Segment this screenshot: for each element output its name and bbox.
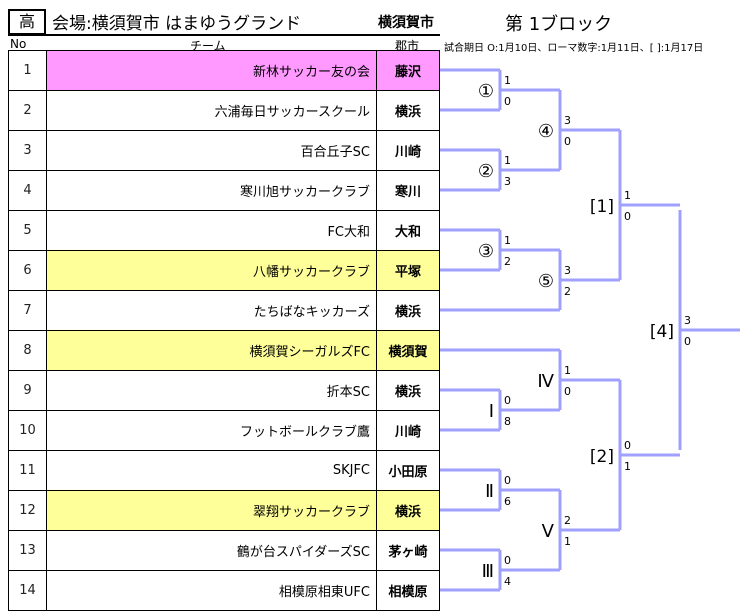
table-row: 4 寒川旭サッカークラブ 寒川 xyxy=(8,170,440,211)
team-name: 翠翔サッカークラブ xyxy=(46,490,377,531)
score-top: 3 xyxy=(564,264,571,277)
score-bottom: 0 xyxy=(624,210,631,223)
match-label: [2] xyxy=(590,447,614,467)
team-name: SKJFC xyxy=(46,450,377,491)
score-top: 1 xyxy=(504,234,511,247)
team-no: 1 xyxy=(8,50,47,91)
table-row: 2 六浦毎日サッカースクール 横浜 xyxy=(8,90,440,131)
team-no: 7 xyxy=(8,290,47,331)
team-no: 12 xyxy=(8,490,47,531)
match-label: ① xyxy=(478,81,494,102)
team-name: たちばなキッカーズ xyxy=(46,290,377,331)
score-top: 1 xyxy=(504,74,511,87)
table-row: 12 翠翔サッカークラブ 横浜 xyxy=(8,490,440,531)
table-row: 11 SKJFC 小田原 xyxy=(8,450,440,491)
score-bottom: 0 xyxy=(684,335,691,348)
match-label: Ⅳ xyxy=(537,371,554,392)
venue-title: 会場:横須賀市 はまゆうグランド xyxy=(52,14,302,34)
table-row: 1 新林サッカー友の会 藤沢 xyxy=(8,50,440,91)
match-label: Ⅲ xyxy=(482,561,494,582)
score-top: 0 xyxy=(504,474,511,487)
block-title: 第 1ブロック xyxy=(505,14,613,35)
table-row: 9 折本SC 横浜 xyxy=(8,370,440,411)
score-top: 1 xyxy=(564,364,571,377)
score-top: 0 xyxy=(504,554,511,567)
score-top: 0 xyxy=(504,394,511,407)
match-label: Ⅱ xyxy=(485,481,494,502)
host-city: 横須賀市 xyxy=(378,15,434,31)
score-top: 0 xyxy=(624,439,631,452)
team-city: 寒川 xyxy=(376,170,440,211)
team-city: 小田原 xyxy=(376,450,440,491)
team-name: 百合丘子SC xyxy=(46,130,377,171)
team-no: 2 xyxy=(8,90,47,131)
team-no: 9 xyxy=(8,370,47,411)
team-city: 横浜 xyxy=(376,490,440,531)
team-no: 6 xyxy=(8,250,47,291)
team-city: 茅ヶ崎 xyxy=(376,530,440,571)
match-label: ④ xyxy=(538,121,554,142)
table-row: 7 たちばなキッカーズ 横浜 xyxy=(8,290,440,331)
schedule-note: 試合期日 O:1月10日、ローマ数字:1月11日、[ ]:1月17日 xyxy=(444,43,704,54)
match-label: Ⅰ xyxy=(489,401,494,422)
col-header-city: 郡市 xyxy=(395,39,420,53)
team-name: 六浦毎日サッカースクール xyxy=(46,90,377,131)
match-label: [1] xyxy=(590,197,614,217)
score-top: 3 xyxy=(564,114,571,127)
match-label: ② xyxy=(478,161,494,182)
score-bottom: 3 xyxy=(504,175,511,188)
match-label: [4] xyxy=(650,322,674,342)
score-bottom: 1 xyxy=(564,535,571,548)
score-bottom: 4 xyxy=(504,575,511,588)
score-bottom: 2 xyxy=(564,285,571,298)
table-row: 10 フットボールクラブ鷹 川崎 xyxy=(8,410,440,451)
match-label: ⑤ xyxy=(538,271,554,292)
team-no: 11 xyxy=(8,450,47,491)
score-top: 1 xyxy=(504,154,511,167)
header-divider xyxy=(8,34,440,36)
team-city: 横浜 xyxy=(376,290,440,331)
table-row: 14 相模原相東UFC 相模原 xyxy=(8,570,440,611)
team-city: 川崎 xyxy=(376,410,440,451)
col-header-team: チーム xyxy=(190,39,226,53)
team-city: 川崎 xyxy=(376,130,440,171)
team-name: 折本SC xyxy=(46,370,377,411)
col-header-no: No xyxy=(10,37,27,51)
match-label: ③ xyxy=(478,241,494,262)
score-bottom: 2 xyxy=(504,255,511,268)
score-bottom: 6 xyxy=(504,495,511,508)
score-bottom: 8 xyxy=(504,415,511,428)
score-bottom: 0 xyxy=(564,385,571,398)
score-top: 1 xyxy=(624,189,631,202)
score-bottom: 0 xyxy=(504,95,511,108)
team-city: 藤沢 xyxy=(376,50,440,91)
team-name: 横須賀シーガルズFC xyxy=(46,330,377,371)
team-name: 寒川旭サッカークラブ xyxy=(46,170,377,211)
score-top: 2 xyxy=(564,514,571,527)
score-bottom: 1 xyxy=(624,460,631,473)
team-no: 5 xyxy=(8,210,47,251)
match-label: Ⅴ xyxy=(542,521,555,542)
score-bottom: 0 xyxy=(564,135,571,148)
team-name: 鶴が台スパイダーズSC xyxy=(46,530,377,571)
team-name: フットボールクラブ鷹 xyxy=(46,410,377,451)
team-name: 八幡サッカークラブ xyxy=(46,250,377,291)
score-top: 3 xyxy=(684,314,691,327)
team-no: 14 xyxy=(8,570,47,611)
table-row: 13 鶴が台スパイダーズSC 茅ヶ崎 xyxy=(8,530,440,571)
team-city: 平塚 xyxy=(376,250,440,291)
table-row: 8 横須賀シーガルズFC 横須賀 xyxy=(8,330,440,371)
team-city: 相模原 xyxy=(376,570,440,611)
team-name: 新林サッカー友の会 xyxy=(46,50,377,91)
table-row: 3 百合丘子SC 川崎 xyxy=(8,130,440,171)
table-row: 6 八幡サッカークラブ 平塚 xyxy=(8,250,440,291)
team-name: 相模原相東UFC xyxy=(46,570,377,611)
team-city: 横須賀 xyxy=(376,330,440,371)
